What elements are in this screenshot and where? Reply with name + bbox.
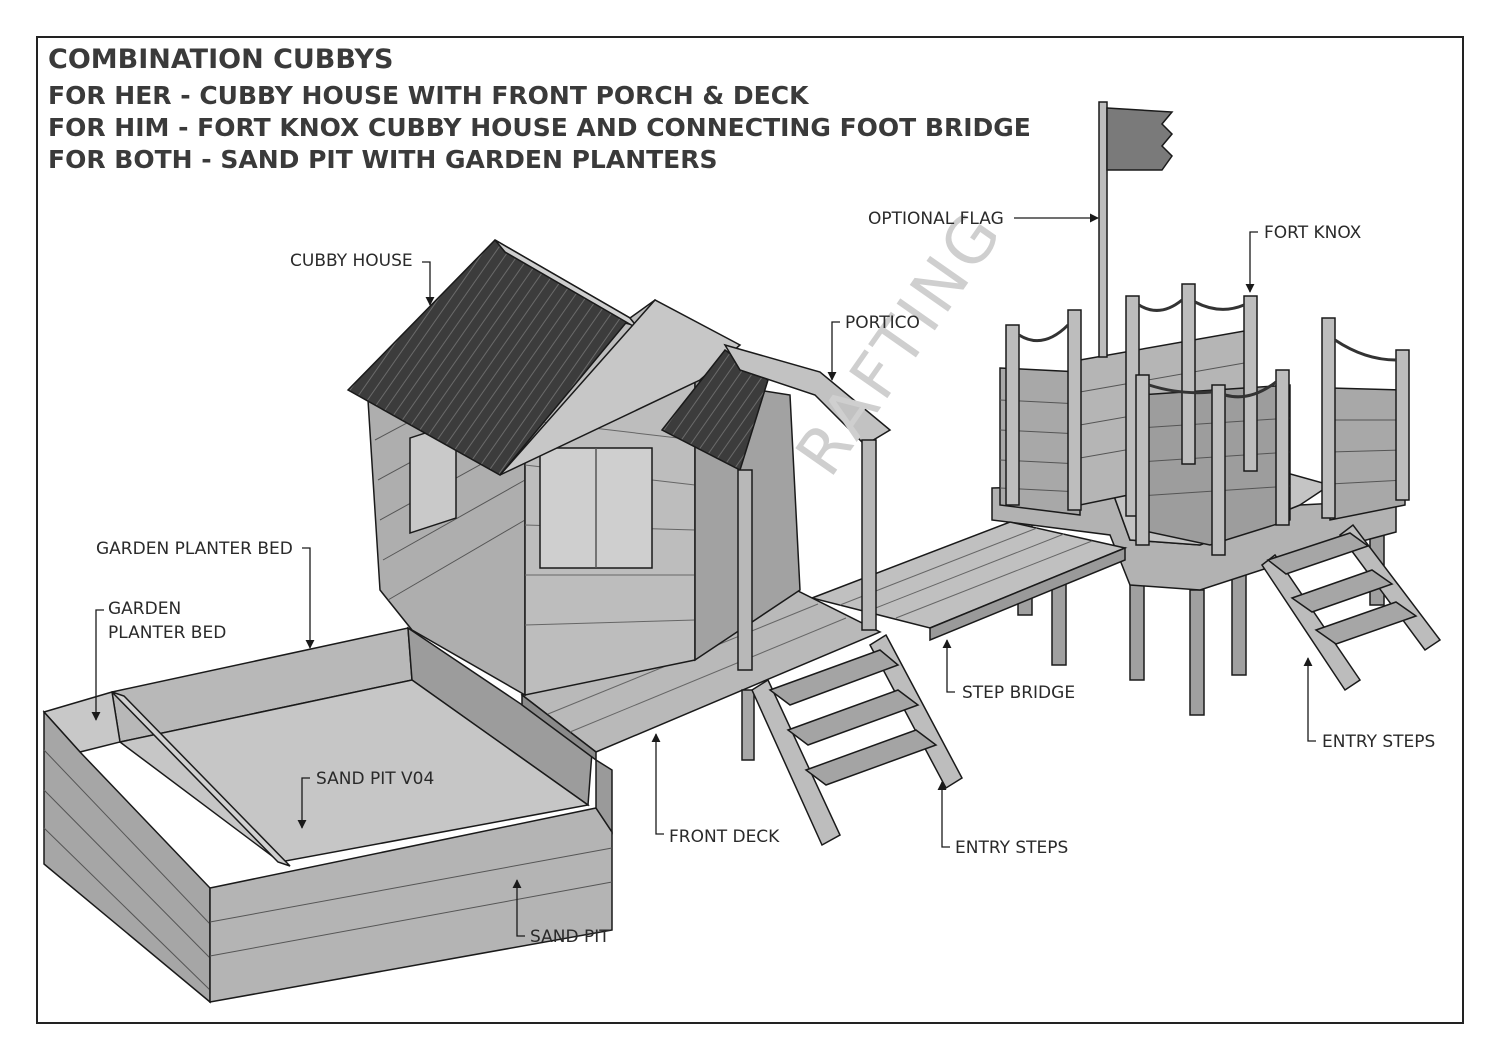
subtitle-for-her: FOR HER - CUBBY HOUSE WITH FRONT PORCH &… — [48, 81, 809, 110]
label-garden-planter-bed-left-line1: GARDEN — [108, 599, 181, 619]
label-sand-pit: SAND PIT — [530, 927, 610, 947]
step-bridge — [809, 521, 1128, 642]
cubby-entry-steps — [751, 633, 963, 847]
sand-pit — [42, 626, 613, 1004]
label-step-bridge: STEP BRIDGE — [962, 683, 1075, 703]
label-garden-planter-bed-top: GARDEN PLANTER BED — [96, 539, 293, 559]
label-cubby-house: CUBBY HOUSE — [290, 251, 413, 271]
fort-tower-back-left — [999, 367, 1081, 516]
label-fort-knox: FORT KNOX — [1264, 223, 1362, 243]
optional-flag — [1098, 101, 1174, 358]
cubby-house-group — [346, 239, 963, 847]
watermark: RAFTING — [782, 197, 1017, 489]
label-entry-steps-center: ENTRY STEPS — [955, 838, 1068, 858]
label-portico: PORTICO — [845, 313, 920, 333]
portico-post-right — [861, 439, 877, 631]
label-entry-steps-right: ENTRY STEPS — [1322, 732, 1435, 752]
label-front-deck: FRONT DECK — [669, 827, 780, 847]
drawing-title: COMBINATION CUBBYS — [48, 44, 394, 75]
portico-post-left — [737, 469, 753, 671]
label-optional-flag: OPTIONAL FLAG — [868, 209, 1004, 229]
fort-entry-steps — [1260, 523, 1442, 692]
fort-ropes — [1018, 298, 1397, 399]
labels: OPTIONAL FLAG FORT KNOX CUBBY HOUSE PORT… — [96, 209, 1435, 947]
fort-tower-right — [1329, 387, 1406, 521]
fort-knox — [991, 101, 1442, 716]
subtitle-for-both: FOR BOTH - SAND PIT WITH GARDEN PLANTERS — [48, 145, 718, 174]
label-sand-pit-v04: SAND PIT V04 — [316, 769, 434, 789]
label-garden-planter-bed-left-line2: PLANTER BED — [108, 623, 226, 643]
fort-posts — [1005, 283, 1410, 556]
subtitle-for-him: FOR HIM - FORT KNOX CUBBY HOUSE AND CONN… — [48, 113, 1031, 142]
leader-lines — [91, 213, 1316, 937]
sand-pit-front-wall — [209, 807, 613, 1003]
